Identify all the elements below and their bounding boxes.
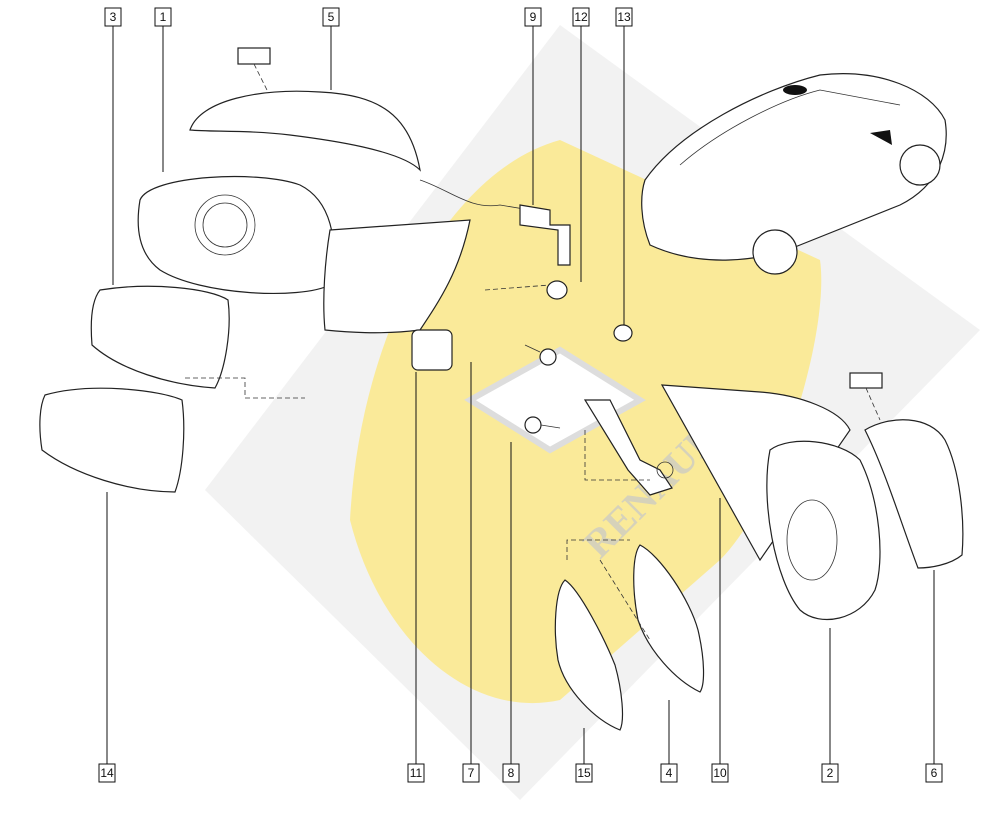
clip-part-13 bbox=[613, 324, 633, 342]
mirror-glass-part-15 bbox=[554, 579, 624, 731]
screw-part-8 bbox=[524, 416, 561, 434]
mirror-cover-part-6 bbox=[849, 372, 964, 569]
mirror-glass-part-4 bbox=[633, 544, 705, 693]
mirror-cover-part-5 bbox=[189, 47, 421, 172]
callout-number: 6 bbox=[931, 766, 938, 780]
callout-box bbox=[821, 763, 839, 783]
callout-box bbox=[660, 763, 678, 783]
callout-number: 10 bbox=[713, 766, 727, 780]
callout-number: 4 bbox=[666, 766, 673, 780]
callout-number: 1 bbox=[160, 10, 167, 24]
callout-number: 13 bbox=[617, 10, 631, 24]
callout-12: 12 bbox=[572, 7, 590, 282]
callout-box bbox=[104, 7, 122, 27]
sensor-part-9 bbox=[519, 204, 571, 266]
car-illustration bbox=[641, 73, 947, 275]
callout-11: 11 bbox=[407, 372, 425, 783]
callout-box bbox=[322, 7, 340, 27]
callout-number: 12 bbox=[574, 10, 588, 24]
mirror-housing-part-1 bbox=[137, 175, 531, 295]
callout-3: 3 bbox=[104, 7, 122, 285]
callout-number: 11 bbox=[410, 766, 423, 780]
trim-plate bbox=[660, 384, 851, 562]
callout-1: 1 bbox=[154, 7, 172, 172]
callout-14: 14 bbox=[98, 492, 116, 783]
callout-number: 2 bbox=[827, 766, 834, 780]
callout-15: 15 bbox=[575, 728, 593, 783]
callout-13: 13 bbox=[615, 7, 633, 325]
callout-box bbox=[98, 763, 116, 783]
callout-5: 5 bbox=[322, 7, 340, 90]
callout-6: 6 bbox=[925, 570, 943, 783]
callout-box bbox=[572, 7, 590, 27]
callout-number: 3 bbox=[110, 10, 117, 24]
screw-part-7 bbox=[524, 344, 557, 366]
callout-7: 7 bbox=[462, 362, 480, 783]
callout-box bbox=[407, 763, 425, 783]
callout-box bbox=[524, 7, 542, 27]
callout-box bbox=[462, 763, 480, 783]
callout-box bbox=[575, 763, 593, 783]
callout-box bbox=[502, 763, 520, 783]
callout-number: 7 bbox=[468, 766, 475, 780]
callout-number: 14 bbox=[100, 766, 114, 780]
bracket-part-10 bbox=[583, 399, 674, 496]
callout-10: 10 bbox=[711, 498, 729, 783]
callout-9: 9 bbox=[524, 7, 542, 205]
callout-box bbox=[615, 7, 633, 27]
plug-part-12 bbox=[546, 280, 568, 300]
callout-number: 5 bbox=[328, 10, 335, 24]
callout-8: 8 bbox=[502, 442, 520, 783]
mirror-glass-part-14 bbox=[39, 387, 185, 493]
callout-box bbox=[711, 763, 729, 783]
callout-4: 4 bbox=[660, 700, 678, 783]
callout-number: 8 bbox=[508, 766, 515, 780]
callout-2: 2 bbox=[821, 628, 839, 783]
mirror-glass-part-3 bbox=[90, 285, 230, 389]
mirror-base-part-11 bbox=[323, 219, 551, 371]
callout-number: 9 bbox=[530, 10, 537, 24]
mirror-housing-part-2 bbox=[766, 440, 881, 621]
callout-box bbox=[154, 7, 172, 27]
callout-box bbox=[925, 763, 943, 783]
callout-number: 15 bbox=[577, 766, 591, 780]
